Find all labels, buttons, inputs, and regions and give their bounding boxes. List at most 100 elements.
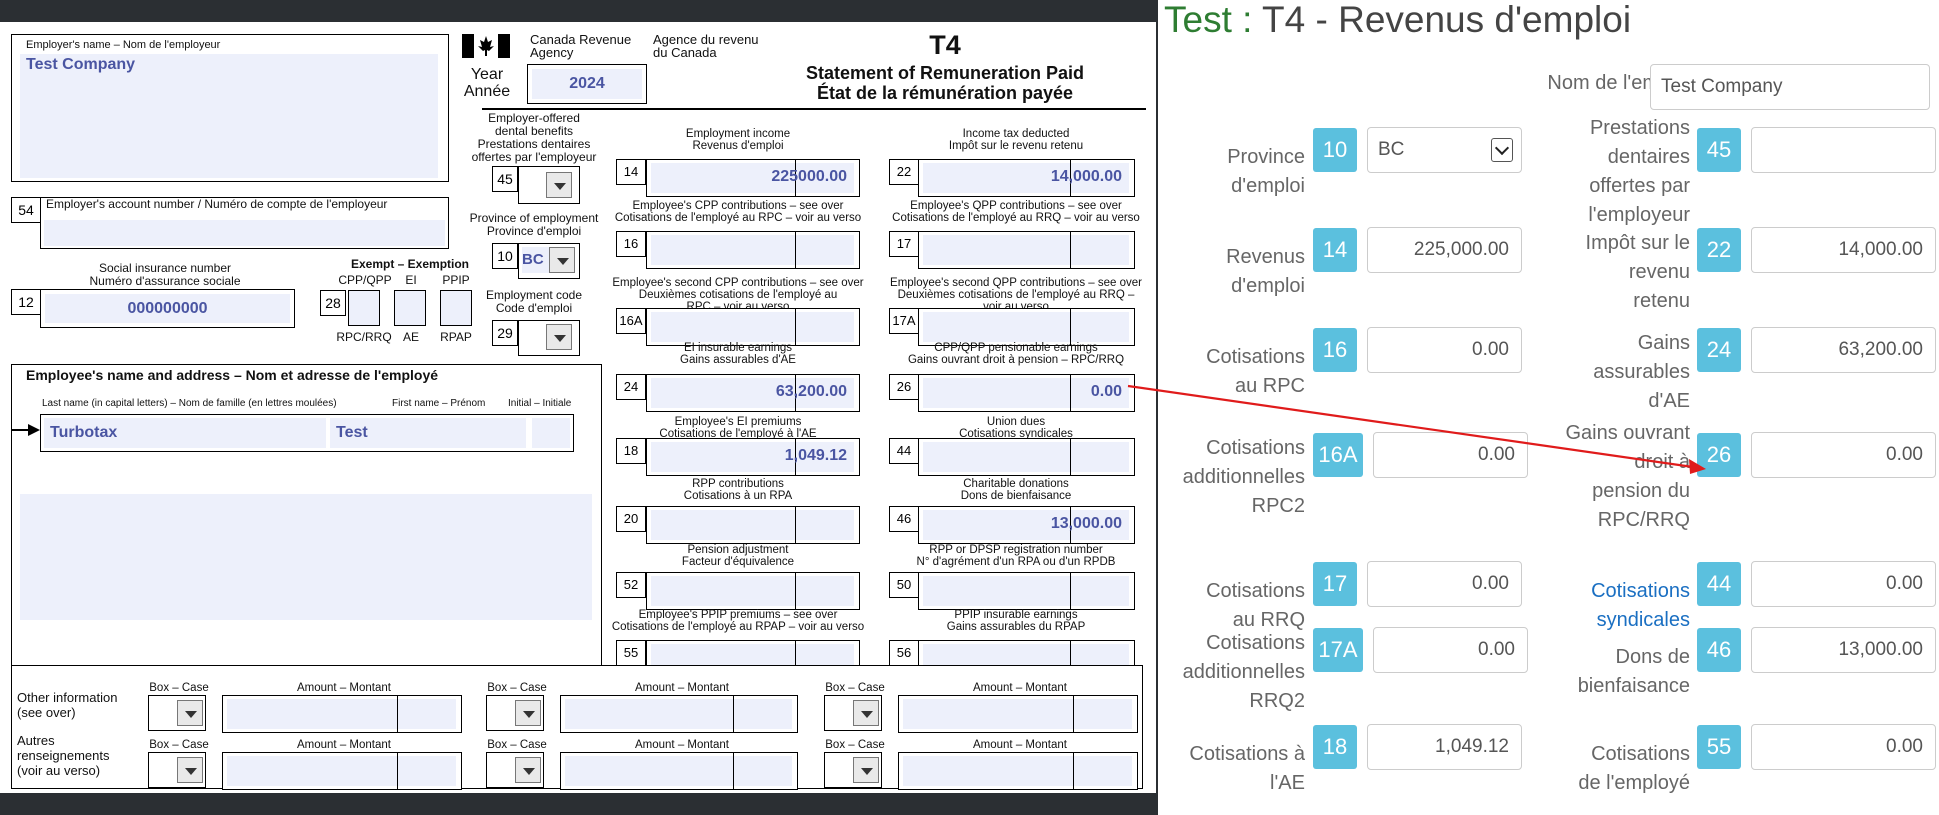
box-22-label: Income tax deducted Impôt sur le revenu … <box>948 128 1084 152</box>
panel-label-44[interactable]: Cotisations syndicales <box>1591 580 1690 631</box>
panel-input-44[interactable]: 0.00 <box>1751 561 1936 607</box>
chevron-down-icon[interactable] <box>515 700 541 726</box>
box-22-field[interactable]: 14,000.00 <box>918 159 1135 197</box>
panel-input-55[interactable]: 0.00 <box>1751 724 1936 770</box>
chevron-down-icon[interactable] <box>853 700 879 726</box>
other-amount-field[interactable] <box>222 695 462 733</box>
exempt-ppip-checkbox[interactable] <box>440 290 472 326</box>
box-18-field[interactable]: 1,049.12 <box>646 438 860 476</box>
other-box-case-select[interactable] <box>486 695 544 731</box>
box-55-number: 55 <box>616 640 646 666</box>
box-50-field[interactable] <box>918 572 1135 610</box>
box-26-field[interactable]: 0.00 <box>918 374 1135 412</box>
province-field[interactable]: BC <box>522 247 550 273</box>
employee-arrow-icon <box>12 422 40 438</box>
panel-input-22[interactable]: 14,000.00 <box>1751 227 1936 273</box>
initial-field[interactable] <box>532 418 570 448</box>
sin-label: Social insurance number Numéro d'assuran… <box>89 261 241 288</box>
panel-input-16A[interactable]: 0.00 <box>1373 432 1528 478</box>
panel-input-14[interactable]: 225,000.00 <box>1367 227 1522 273</box>
sin-box-num: 12 <box>11 289 41 315</box>
other-box-case-select[interactable] <box>148 695 206 731</box>
panel-input-18[interactable]: 1,049.12 <box>1367 724 1522 770</box>
account-field[interactable] <box>44 220 445 246</box>
province-dropdown[interactable] <box>549 247 575 273</box>
panel-badge-14: 14 <box>1313 228 1357 272</box>
canada-flag-icon <box>462 34 510 58</box>
other-amount-field[interactable] <box>898 695 1138 733</box>
box-50-number: 50 <box>889 572 919 598</box>
panel-input-26[interactable]: 0.00 <box>1751 432 1936 478</box>
panel-badge-17: 17 <box>1313 562 1357 606</box>
other-amount-label: Amount – Montant <box>973 682 1067 694</box>
panel-badge-22: 22 <box>1697 228 1741 272</box>
exempt-ei-fr: AE <box>402 330 419 344</box>
other-amount-field[interactable] <box>560 695 798 733</box>
other-amount-field[interactable] <box>898 752 1138 790</box>
panel-label-24: Gains assurables d'AE <box>1593 331 1690 412</box>
other-amount-label: Amount – Montant <box>297 739 391 751</box>
box-56-label: PPIP insurable earnings Gains assurables… <box>946 609 1086 633</box>
box-17-field[interactable] <box>918 231 1135 269</box>
employer-name-label: Employer's name – Nom de l'employeur <box>26 39 221 51</box>
other-box-case-select[interactable] <box>824 752 882 788</box>
empcode-label: Employment code Code d'emploi <box>485 288 583 315</box>
year-field[interactable]: 2024 <box>532 69 642 99</box>
title-fr: État de la rémunération payée <box>816 83 1074 103</box>
box-52-field[interactable] <box>646 572 860 610</box>
box-17A-field[interactable] <box>918 308 1135 346</box>
title-rest: T4 - Revenus d'emploi <box>1252 0 1632 40</box>
exempt-cpp-label: CPP/QPP <box>338 273 392 287</box>
box-16-field[interactable] <box>646 231 860 269</box>
panel-badge-16: 16 <box>1313 328 1357 372</box>
panel-input-46[interactable]: 13,000.00 <box>1751 627 1936 673</box>
chevron-down-icon[interactable] <box>1491 138 1513 162</box>
test-panel: Test : T4 - Revenus d'emploi Nom de l'em… <box>1158 0 1939 815</box>
box-46-number: 46 <box>889 506 919 532</box>
employer-input[interactable]: Test Company <box>1650 64 1930 110</box>
other-box-case-select[interactable] <box>824 695 882 731</box>
exempt-ei-label: EI <box>405 273 417 287</box>
empcode-box-num: 29 <box>492 320 518 346</box>
chevron-down-icon[interactable] <box>177 757 203 783</box>
panel-badge-10: 10 <box>1313 128 1357 172</box>
exempt-cpp-fr: RPC/RRQ <box>336 330 392 344</box>
panel-input-17A[interactable]: 0.00 <box>1373 627 1528 673</box>
exempt-box-num: 28 <box>320 290 346 316</box>
box-14-field[interactable]: 225000.00 <box>646 159 860 197</box>
box-56-number: 56 <box>889 640 919 666</box>
dental-dropdown[interactable] <box>546 172 572 198</box>
first-name-field[interactable]: Test <box>330 418 526 448</box>
panel-input-45[interactable] <box>1751 127 1936 173</box>
sin-field[interactable]: 000000000 <box>45 294 290 323</box>
other-box-case-select[interactable] <box>148 752 206 788</box>
other-amount-field[interactable] <box>560 752 798 790</box>
box-24-label: EI insurable earnings Gains assurables d… <box>680 342 796 366</box>
employer-name-field[interactable]: Test Company <box>20 54 438 178</box>
box-46-field[interactable]: 13,000.00 <box>918 506 1135 544</box>
panel-label-45: Prestations dentaires offertes par l'emp… <box>1588 117 1690 226</box>
exempt-label: Exempt – Exemption <box>350 257 470 271</box>
chevron-down-icon[interactable] <box>515 757 541 783</box>
province-select[interactable]: BC <box>1367 127 1522 173</box>
empcode-dropdown[interactable] <box>546 324 572 350</box>
box-17-label: Employee's QPP contributions – see over … <box>892 200 1140 224</box>
employee-address-field[interactable] <box>20 494 592 620</box>
other-box-case-select[interactable] <box>486 752 544 788</box>
other-box-case-label: Box – Case <box>149 682 209 694</box>
box-44-field[interactable] <box>918 438 1135 476</box>
box-16A-field[interactable] <box>646 308 860 346</box>
box-24-field[interactable]: 63,200.00 <box>646 374 860 412</box>
panel-badge-45: 45 <box>1697 128 1741 172</box>
box-20-field[interactable] <box>646 506 860 544</box>
initial-label: Initial – Initiale <box>508 398 572 409</box>
panel-input-17[interactable]: 0.00 <box>1367 561 1522 607</box>
exempt-cpp-checkbox[interactable] <box>348 290 380 326</box>
panel-input-24[interactable]: 63,200.00 <box>1751 327 1936 373</box>
panel-input-16[interactable]: 0.00 <box>1367 327 1522 373</box>
last-name-field[interactable]: Turbotax <box>44 418 326 448</box>
exempt-ei-checkbox[interactable] <box>394 290 426 326</box>
chevron-down-icon[interactable] <box>853 757 879 783</box>
other-amount-field[interactable] <box>222 752 462 790</box>
chevron-down-icon[interactable] <box>177 700 203 726</box>
